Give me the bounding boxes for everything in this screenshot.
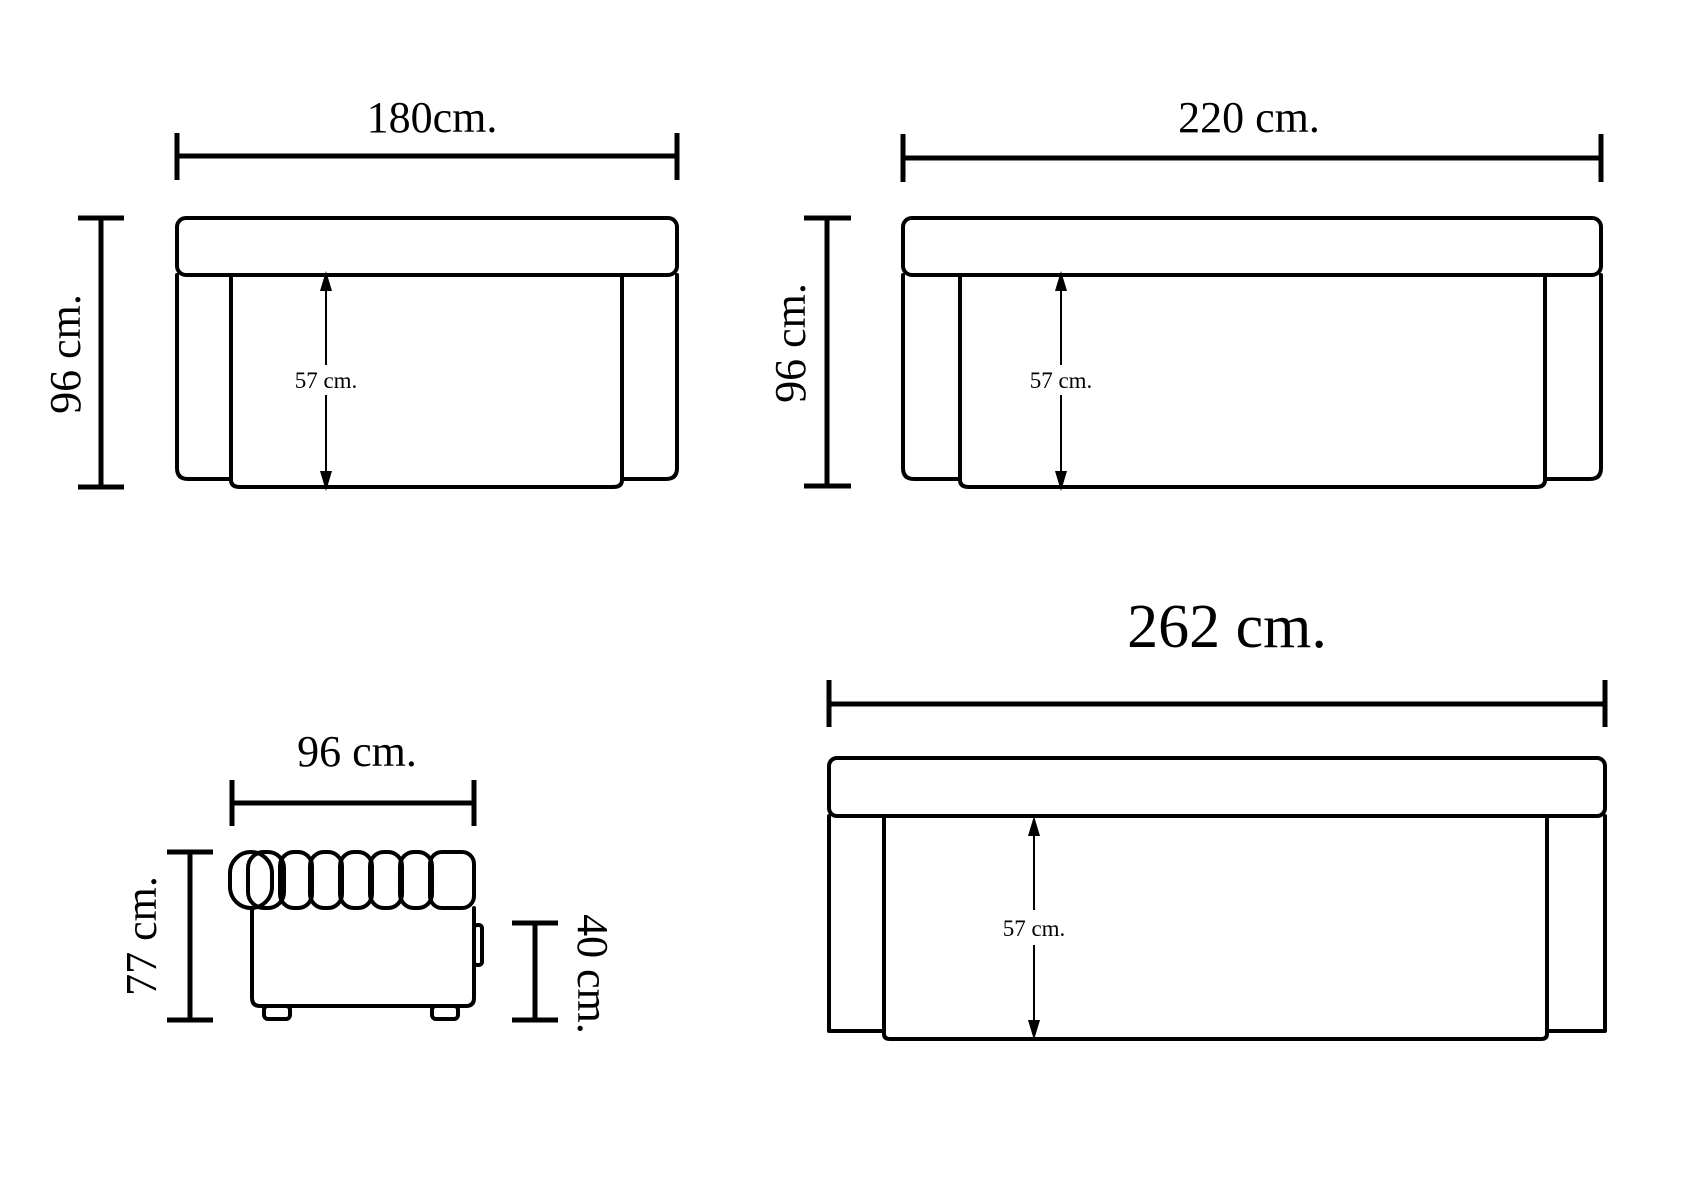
backrest — [901, 216, 1603, 277]
seat-depth-label: 57 cm. — [1003, 916, 1066, 941]
tufted-backrest — [228, 850, 476, 910]
seat-depth-label: 57 cm. — [1030, 368, 1093, 393]
seat — [229, 273, 624, 489]
backrest — [175, 216, 679, 277]
side-handle — [472, 923, 484, 967]
sofa-4seat-top-view: 262 cm. 57 cm. — [826, 593, 1608, 1041]
right-arm — [620, 273, 679, 481]
sofa-side-view: 96 cm. 77 cm. 40 cm. — [117, 727, 617, 1034]
depth-dimension-line — [78, 215, 124, 490]
seat-height-dimension-line — [512, 920, 558, 1023]
depth-label: 96 cm. — [41, 294, 90, 414]
left-arm — [175, 273, 233, 481]
seat — [882, 814, 1549, 1041]
seat-height-label: 40 cm. — [568, 914, 617, 1034]
sofa-body — [250, 906, 476, 1008]
width-dimension-line — [900, 134, 1604, 182]
left-arm — [901, 273, 962, 481]
seat — [958, 273, 1547, 489]
width-dimension-line — [826, 680, 1608, 727]
right-arm — [1545, 814, 1607, 1033]
sofa-2seat-top-view: 180cm. 96 cm. 57 cm. — [41, 93, 680, 491]
seat-depth-label: 57 cm. — [295, 368, 358, 393]
width-label: 220 cm. — [1178, 93, 1320, 142]
height-label: 77 cm. — [117, 876, 166, 996]
backrest — [827, 756, 1607, 818]
depth-label: 96 cm. — [297, 727, 417, 776]
back-leg — [430, 1004, 460, 1021]
left-arm — [827, 814, 886, 1033]
depth-dimension-line — [804, 215, 851, 489]
front-leg — [262, 1004, 292, 1021]
width-label: 180cm. — [367, 93, 498, 142]
height-dimension-line — [167, 849, 213, 1023]
depth-label: 96 cm. — [766, 283, 815, 403]
right-arm — [1543, 273, 1603, 481]
width-dimension-line — [174, 133, 680, 180]
sofa-3seat-top-view: 220 cm. 96 cm. 57 cm. — [766, 93, 1604, 491]
width-label: 262 cm. — [1127, 593, 1327, 661]
depth-dimension-line — [229, 780, 477, 826]
